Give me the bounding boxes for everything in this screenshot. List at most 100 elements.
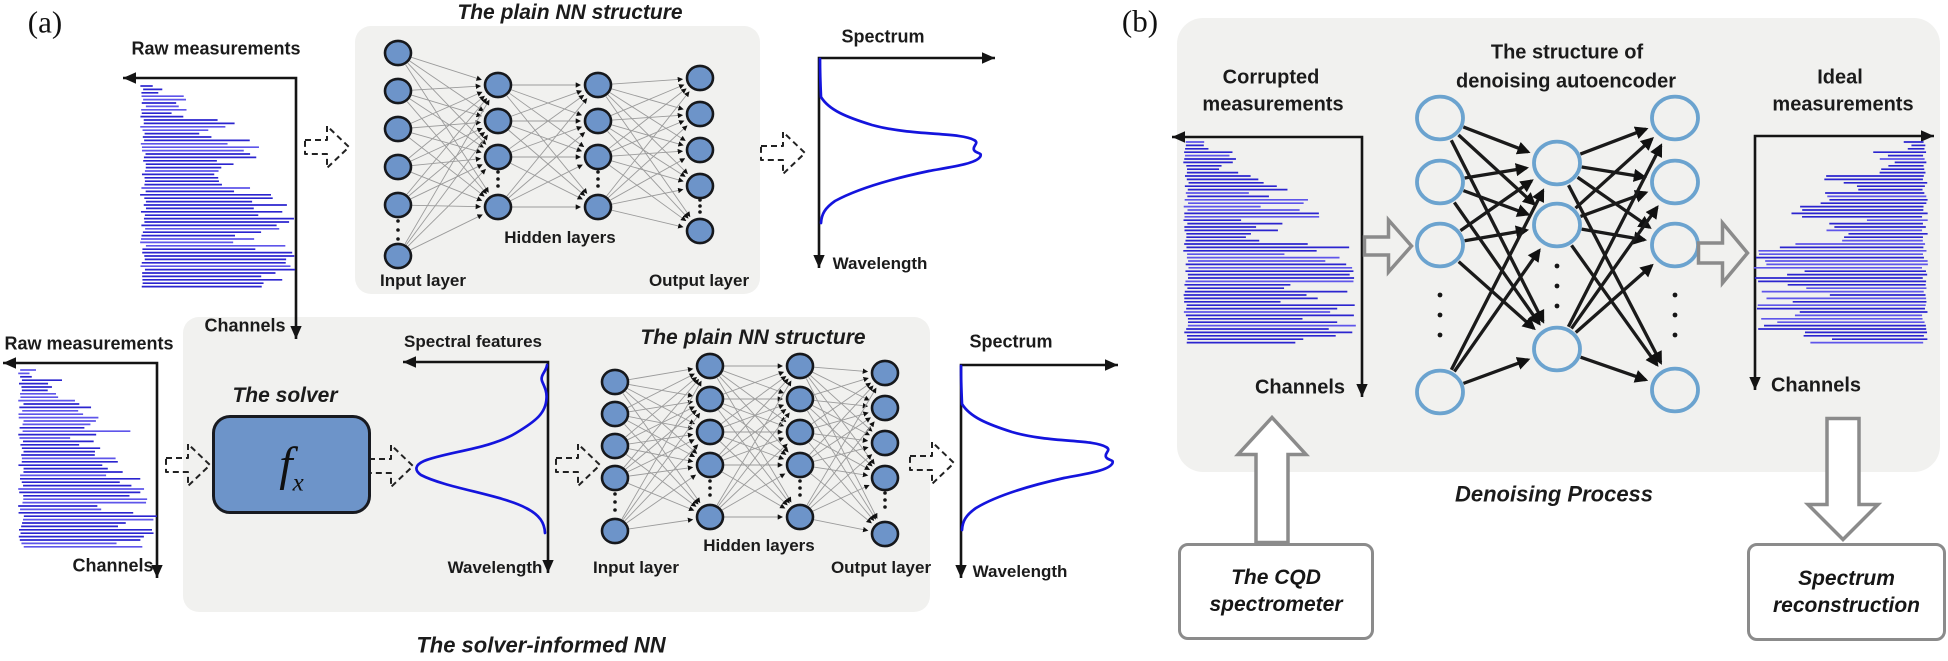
corrupted-title-line1: Corrupted bbox=[1222, 66, 1320, 89]
nn-node bbox=[383, 153, 413, 181]
ellipsis-dot bbox=[798, 479, 802, 483]
input-layer-label-top: Input layer bbox=[380, 271, 466, 291]
ellipsis-dot bbox=[1437, 332, 1443, 338]
spectral-features-curve bbox=[415, 363, 549, 535]
plot-axis bbox=[817, 56, 995, 268]
ellipsis-dot bbox=[596, 177, 600, 181]
outline-block-arrow bbox=[1803, 416, 1883, 542]
axis-arrowhead bbox=[982, 52, 995, 64]
outline-block-arrow bbox=[1696, 218, 1750, 288]
nn-node bbox=[583, 107, 613, 135]
axis-arrowhead bbox=[955, 565, 967, 578]
nn-node bbox=[1415, 158, 1465, 206]
denoising-autoencoder bbox=[1415, 94, 1700, 416]
outline-block-arrow bbox=[1362, 215, 1414, 277]
cqd-box-line1: The CQD bbox=[1231, 566, 1321, 589]
axis-arrowhead bbox=[542, 560, 554, 573]
nn-node bbox=[870, 394, 900, 422]
ellipsis-dot bbox=[613, 492, 617, 496]
nn-node bbox=[785, 352, 815, 380]
ellipsis-dot bbox=[1672, 332, 1678, 338]
nn-node bbox=[600, 432, 630, 460]
plain-nn-title-bottom: The plain NN structure bbox=[640, 325, 866, 349]
nn-node bbox=[785, 385, 815, 413]
nn-node bbox=[695, 451, 725, 479]
axis-arrowhead bbox=[1356, 384, 1368, 397]
nn-node bbox=[483, 107, 513, 135]
ellipsis-dot bbox=[396, 228, 400, 232]
ellipsis-dot bbox=[698, 210, 702, 214]
nn-node bbox=[1415, 221, 1465, 269]
nn-node bbox=[695, 385, 725, 413]
ellipsis-dot bbox=[613, 508, 617, 512]
dashed-flow-arrow bbox=[304, 125, 350, 169]
plain-nn-bottom bbox=[600, 352, 900, 548]
ideal-title-line1: Ideal bbox=[1817, 66, 1863, 89]
corrupted-title-line2: measurements bbox=[1202, 93, 1344, 116]
ellipsis-dot bbox=[708, 486, 712, 490]
channels-axis-label-bottom: Channels bbox=[72, 555, 154, 576]
nn-node bbox=[1650, 221, 1700, 269]
dashed-flow-arrow bbox=[909, 441, 955, 485]
nn-node bbox=[685, 136, 715, 164]
wavelength-label-top: Wavelength bbox=[832, 254, 928, 274]
plot-axis bbox=[403, 360, 550, 573]
axis-arrowhead bbox=[1105, 359, 1118, 371]
nn-node bbox=[600, 464, 630, 492]
nn-node bbox=[785, 451, 815, 479]
dashed-flow-arrow bbox=[165, 443, 211, 487]
ellipsis-dot bbox=[708, 479, 712, 483]
nn-node bbox=[870, 359, 900, 387]
axis-arrowhead bbox=[1921, 130, 1934, 142]
plot-axis bbox=[1172, 135, 1364, 397]
ellipsis-dot bbox=[496, 170, 500, 174]
nn-node bbox=[695, 418, 725, 446]
axis-arrowhead bbox=[813, 255, 825, 268]
nn-node bbox=[685, 217, 715, 245]
ideal-title-line2: measurements bbox=[1772, 93, 1914, 116]
axis-arrowhead bbox=[151, 565, 163, 578]
solver-symbol: fx bbox=[279, 438, 304, 497]
denoising-process-caption: Denoising Process bbox=[1454, 481, 1654, 507]
input-layer-label-bottom: Input layer bbox=[593, 558, 679, 578]
outline-block-arrow bbox=[1234, 414, 1310, 545]
nn-node bbox=[1532, 325, 1582, 373]
nn-node bbox=[1415, 368, 1465, 416]
nn-node bbox=[583, 71, 613, 99]
ellipsis-dot bbox=[1672, 312, 1678, 318]
plot-axis bbox=[3, 361, 159, 578]
ellipsis-dot bbox=[1437, 292, 1443, 298]
plot-axis bbox=[1753, 134, 1934, 390]
axis-arrowhead bbox=[1172, 131, 1185, 143]
ellipsis-dot bbox=[496, 177, 500, 181]
ellipsis-dot bbox=[698, 204, 702, 208]
spectrum-title-top: Spectrum bbox=[841, 26, 925, 47]
output-layer-label-top: Output layer bbox=[648, 271, 750, 291]
cqd-box-line2: spectrometer bbox=[1209, 593, 1343, 616]
nn-node bbox=[383, 191, 413, 219]
ideal-signal bbox=[1754, 141, 1928, 344]
nn-node bbox=[685, 64, 715, 92]
ellipsis-dot bbox=[613, 500, 617, 504]
ellipsis-dot bbox=[496, 184, 500, 188]
nn-node bbox=[483, 193, 513, 221]
nn-node bbox=[1650, 94, 1700, 142]
nn-node bbox=[695, 503, 725, 531]
ellipsis-dot bbox=[883, 498, 887, 502]
nn-node bbox=[600, 517, 630, 545]
nn-node bbox=[1532, 139, 1582, 187]
raw-measurements-title-bottom: Raw measurements bbox=[4, 333, 174, 354]
plain-nn-title-top: The plain NN structure bbox=[457, 0, 683, 24]
nn-node bbox=[583, 143, 613, 171]
nn-node bbox=[695, 352, 725, 380]
wavelength-label-bottom-spectrum: Wavelength bbox=[972, 562, 1068, 582]
axis-arrowhead bbox=[3, 357, 16, 369]
spectral-features-title: Spectral features bbox=[404, 332, 542, 352]
spectrum-title-bottom: Spectrum bbox=[969, 331, 1053, 352]
raw-measurements-title-top: Raw measurements bbox=[131, 38, 301, 59]
dashed-flow-arrow bbox=[555, 443, 601, 487]
ellipsis-dot bbox=[1437, 312, 1443, 318]
ellipsis-dot bbox=[1672, 292, 1678, 298]
ellipsis-dot bbox=[883, 505, 887, 509]
